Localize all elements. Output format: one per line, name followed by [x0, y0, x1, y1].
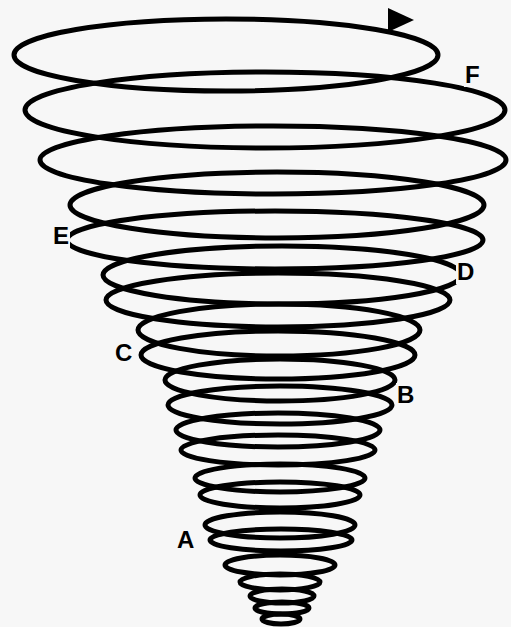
point-label: B — [396, 383, 415, 407]
point-label: E — [52, 224, 70, 248]
arrow-head — [388, 8, 414, 32]
point-label: A — [176, 528, 195, 552]
point-label: C — [114, 341, 133, 365]
point-label: D — [456, 260, 475, 284]
point-label: F — [464, 63, 481, 87]
